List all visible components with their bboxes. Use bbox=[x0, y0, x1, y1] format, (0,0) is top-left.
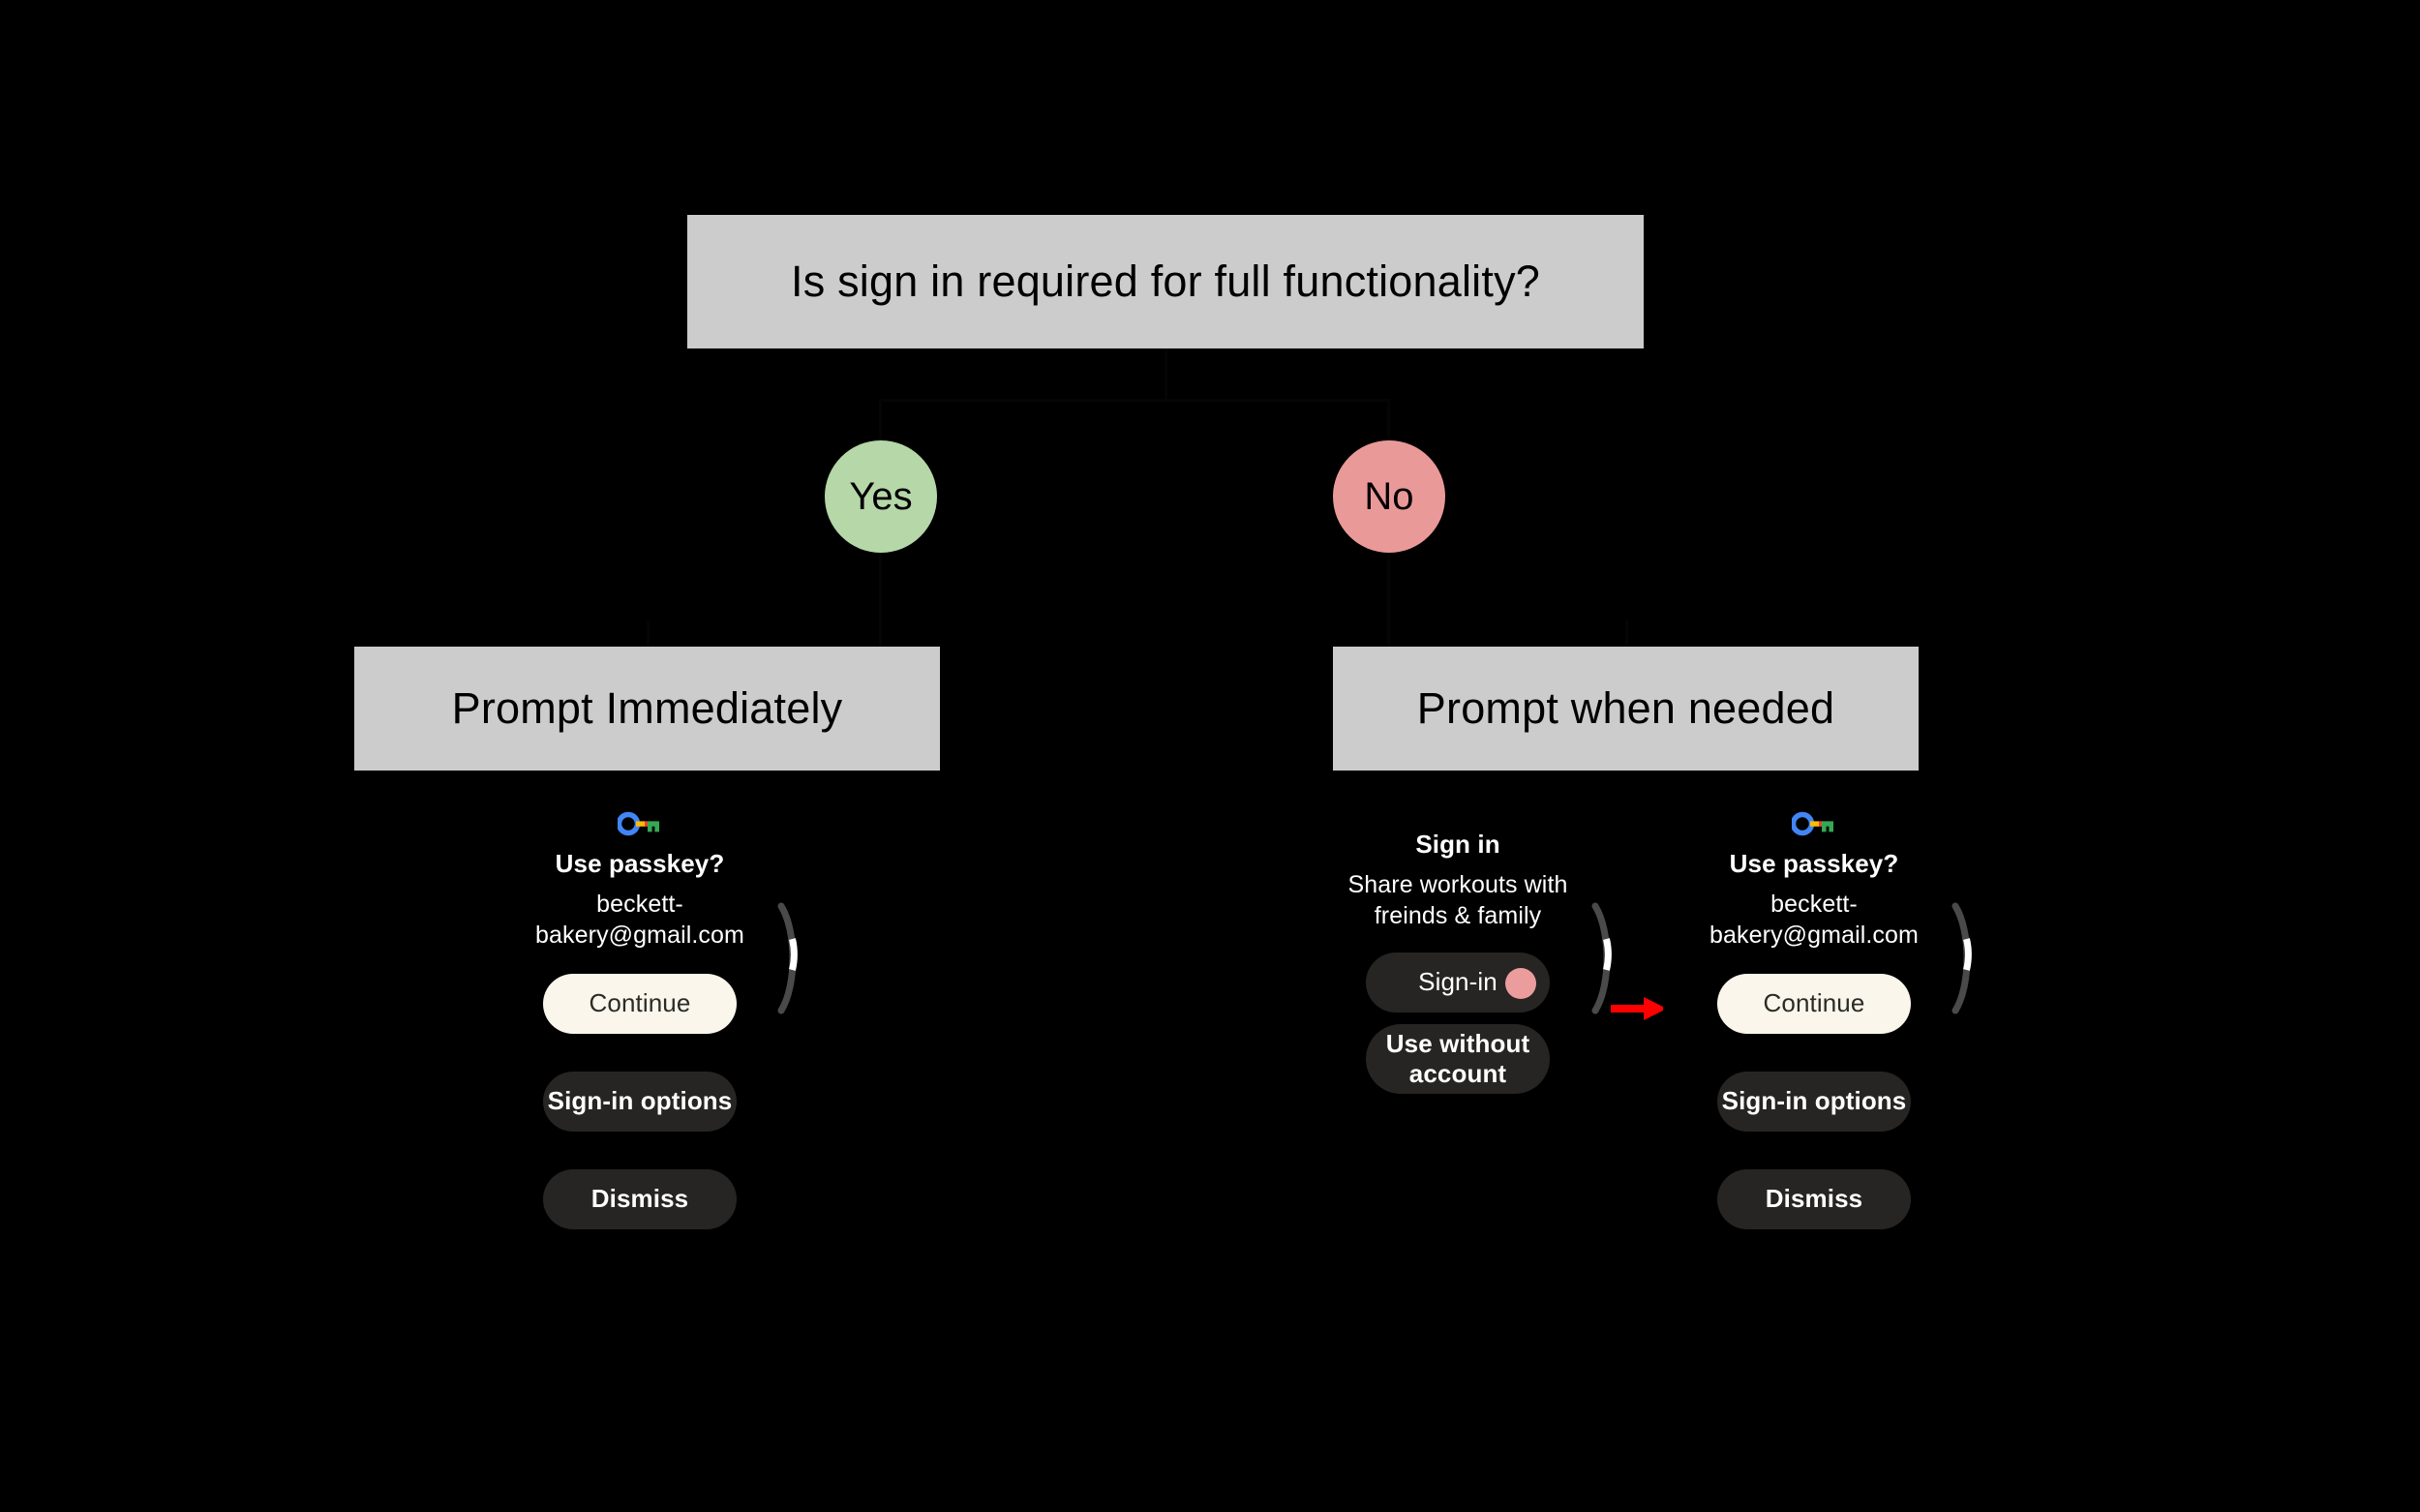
dialog-title: Use passkey? bbox=[555, 849, 725, 878]
branch-no-circle: No bbox=[1333, 440, 1445, 553]
outcome-prompt-when-needed-box: Prompt when needed bbox=[1333, 647, 1919, 771]
sign-in-button[interactable]: Sign-in bbox=[1366, 952, 1550, 1013]
sign-in-options-button-label: Sign-in options bbox=[547, 1086, 733, 1116]
sign-in-dialog-title: Sign in bbox=[1415, 830, 1500, 859]
connector-outcome-left-stub bbox=[647, 620, 650, 649]
continue-button[interactable]: Continue bbox=[543, 973, 737, 1034]
sign-in-options-button-label: Sign-in options bbox=[1721, 1086, 1907, 1116]
scroll-indicator[interactable] bbox=[1586, 900, 1630, 1016]
outcome-prompt-when-needed-label: Prompt when needed bbox=[1416, 683, 1835, 733]
sign-in-options-button[interactable]: Sign-in options bbox=[543, 1071, 737, 1132]
continue-button[interactable]: Continue bbox=[1717, 973, 1911, 1034]
use-without-account-button-label: Use without account bbox=[1385, 1028, 1530, 1088]
outcome-prompt-immediately-label: Prompt Immediately bbox=[451, 683, 843, 733]
sign-in-options-button[interactable]: Sign-in options bbox=[1717, 1071, 1911, 1132]
branch-no-label: No bbox=[1364, 475, 1414, 518]
dialog-title: Use passkey? bbox=[1729, 849, 1899, 878]
branch-yes-label: Yes bbox=[849, 475, 913, 518]
sign-in-dialog-subtitle: Share workouts with freinds & family bbox=[1347, 870, 1568, 929]
continue-button-label: Continue bbox=[1763, 988, 1865, 1018]
connector-question-to-yes bbox=[1165, 348, 1167, 401]
watch-mockup-right-passkey: Use passkey? beckett-bakery@gmail.com Co… bbox=[1663, 811, 1972, 1305]
connector-no-horizontal bbox=[1165, 399, 1389, 402]
branch-yes-circle: Yes bbox=[825, 440, 937, 553]
connector-no-to-outcome bbox=[1387, 552, 1390, 647]
dismiss-button[interactable]: Dismiss bbox=[543, 1168, 737, 1229]
red-arrow-icon bbox=[1611, 994, 1669, 1023]
scroll-indicator[interactable] bbox=[771, 900, 816, 1016]
google-passkey-icon bbox=[489, 811, 791, 836]
connector-no-down bbox=[1387, 399, 1390, 442]
dialog-account-email: beckett-bakery@gmail.com bbox=[535, 890, 744, 949]
scroll-indicator[interactable] bbox=[1946, 900, 1990, 1016]
connector-yes-horizontal bbox=[881, 399, 1167, 402]
dismiss-button-label: Dismiss bbox=[590, 1184, 689, 1214]
dismiss-button-label: Dismiss bbox=[1765, 1184, 1863, 1214]
connector-yes-down bbox=[879, 399, 882, 442]
google-passkey-icon bbox=[1663, 811, 1965, 836]
connector-yes-to-outcome bbox=[879, 552, 882, 647]
dialog-account-email: beckett-bakery@gmail.com bbox=[1709, 890, 1919, 949]
connector-outcome-right-stub bbox=[1625, 620, 1628, 649]
sign-in-status-dot bbox=[1505, 967, 1536, 999]
decision-question-label: Is sign in required for full functionali… bbox=[791, 257, 1540, 306]
use-without-account-button[interactable]: Use without account bbox=[1366, 1023, 1550, 1094]
decision-question-box: Is sign in required for full functionali… bbox=[687, 215, 1644, 348]
continue-button-label: Continue bbox=[589, 988, 691, 1018]
watch-mockup-left-passkey: Use passkey? beckett-bakery@gmail.com Co… bbox=[489, 811, 798, 1305]
watch-mockup-sign-in: Sign in Share workouts with freinds & fa… bbox=[1309, 811, 1612, 1218]
outcome-prompt-immediately-box: Prompt Immediately bbox=[354, 647, 940, 771]
dismiss-button[interactable]: Dismiss bbox=[1717, 1168, 1911, 1229]
sign-in-button-label: Sign-in bbox=[1418, 967, 1497, 997]
